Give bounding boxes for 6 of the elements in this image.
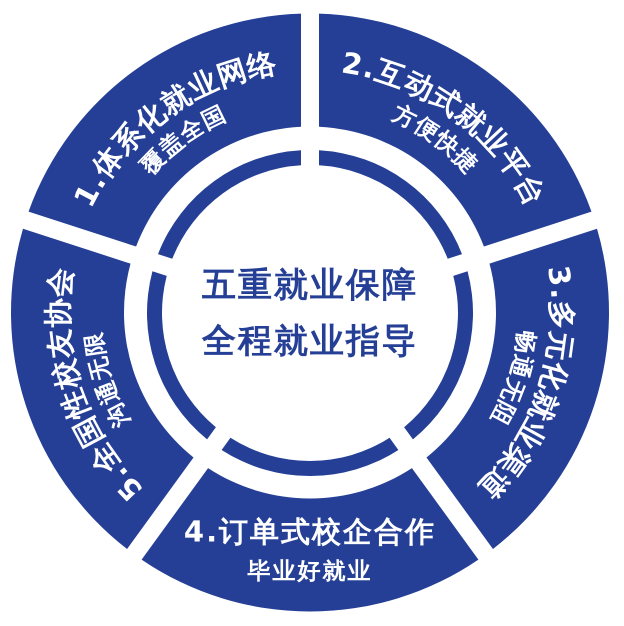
segment-subtitle: 毕业好就业	[248, 560, 372, 583]
center-heading: 全程就业指导	[202, 320, 418, 360]
center-heading: 五重就业保障	[202, 264, 418, 304]
ring-segment	[28, 13, 302, 247]
ring-segment	[319, 13, 592, 247]
segment-title: 4.订单式校企合作	[184, 517, 436, 546]
